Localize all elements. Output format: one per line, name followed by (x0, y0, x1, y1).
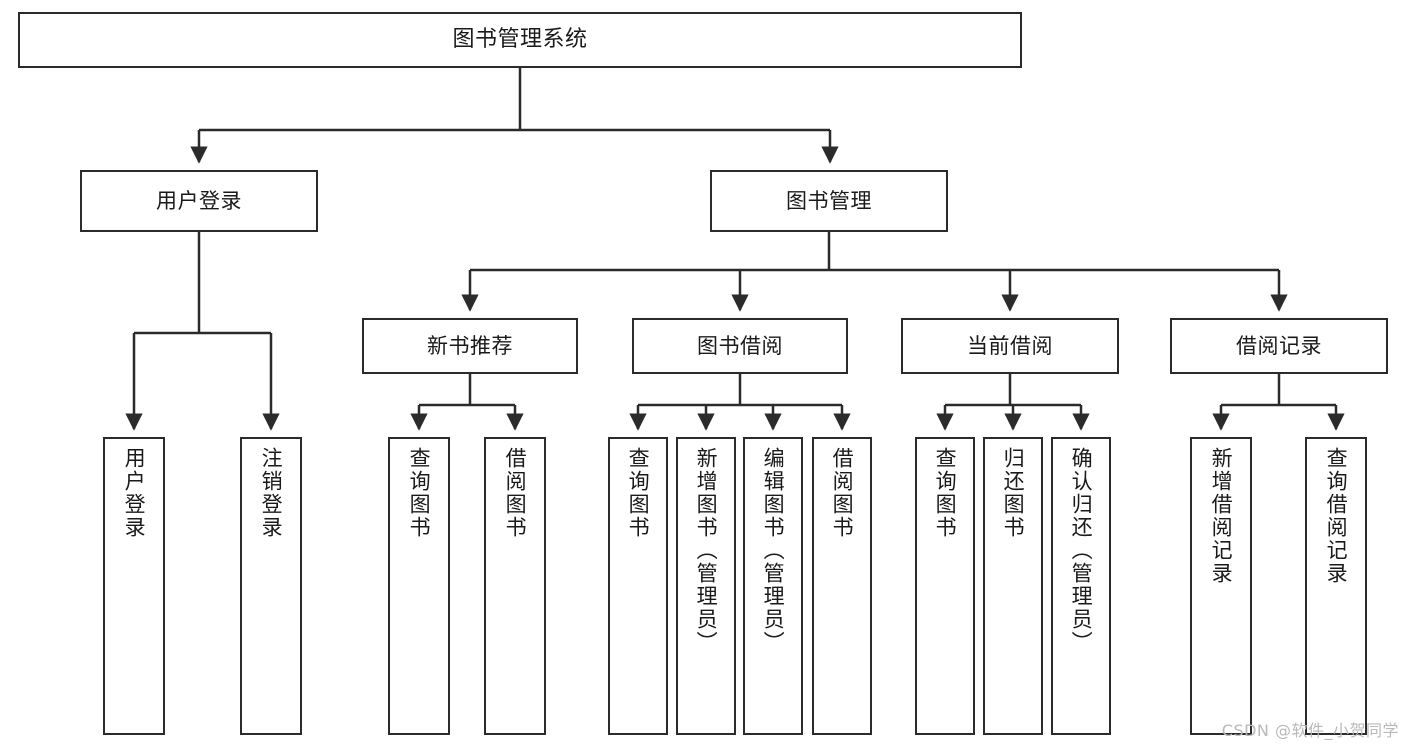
leaf-label: 新增图书（管理员） (694, 447, 719, 654)
node-user-login-label: 用户登录 (156, 188, 242, 213)
leaf-node-borrow-query-book[interactable]: 查询图书 (608, 437, 668, 735)
csdn-watermark: CSDN @软件_小贺同学 (1221, 721, 1399, 740)
leaf-node-rec-borrow-book[interactable]: 借阅图书 (484, 437, 546, 735)
node-book-borrow[interactable]: 图书借阅 (632, 318, 848, 374)
leaf-label: 查询借阅记录 (1324, 447, 1349, 585)
leaf-node-record-add[interactable]: 新增借阅记录 (1190, 437, 1252, 735)
leaf-label: 归还图书 (1001, 447, 1026, 539)
node-book-borrow-label: 图书借阅 (697, 333, 783, 358)
leaf-label: 确认归还（管理员） (1069, 447, 1094, 654)
leaf-label: 借阅图书 (830, 447, 855, 539)
leaf-label: 借阅图书 (503, 447, 528, 539)
node-new-book-rec-label: 新书推荐 (427, 333, 513, 358)
node-current-borrow[interactable]: 当前借阅 (901, 318, 1119, 374)
leaf-node-borrow-lend-book[interactable]: 借阅图书 (812, 437, 872, 735)
leaf-label: 用户登录 (122, 447, 147, 539)
leaf-node-user-login[interactable]: 用户登录 (103, 437, 165, 735)
leaf-label: 查询图书 (626, 447, 651, 539)
leaf-node-current-query-book[interactable]: 查询图书 (915, 437, 975, 735)
node-borrow-record[interactable]: 借阅记录 (1170, 318, 1388, 374)
node-current-borrow-label: 当前借阅 (967, 333, 1053, 358)
leaf-node-borrow-add-book[interactable]: 新增图书（管理员） (676, 437, 736, 735)
node-new-book-rec[interactable]: 新书推荐 (362, 318, 578, 374)
leaf-node-user-logout[interactable]: 注销登录 (240, 437, 302, 735)
node-root[interactable]: 图书管理系统 (18, 12, 1022, 68)
node-book-manage-label: 图书管理 (786, 188, 872, 213)
leaf-node-borrow-edit-book[interactable]: 编辑图书（管理员） (743, 437, 803, 735)
node-borrow-record-label: 借阅记录 (1236, 333, 1322, 358)
node-root-label: 图书管理系统 (452, 27, 588, 53)
node-user-login[interactable]: 用户登录 (80, 170, 318, 232)
node-book-manage[interactable]: 图书管理 (710, 170, 948, 232)
leaf-node-current-return-book[interactable]: 归还图书 (983, 437, 1043, 735)
leaf-node-record-search[interactable]: 查询借阅记录 (1305, 437, 1367, 735)
leaf-label: 查询图书 (933, 447, 958, 539)
leaf-label: 注销登录 (259, 447, 284, 539)
leaf-node-current-confirm-return[interactable]: 确认归还（管理员） (1051, 437, 1111, 735)
leaf-node-rec-query-book[interactable]: 查询图书 (388, 437, 450, 735)
leaf-label: 新增借阅记录 (1209, 447, 1234, 585)
leaf-label: 编辑图书（管理员） (761, 447, 786, 654)
leaf-label: 查询图书 (407, 447, 432, 539)
